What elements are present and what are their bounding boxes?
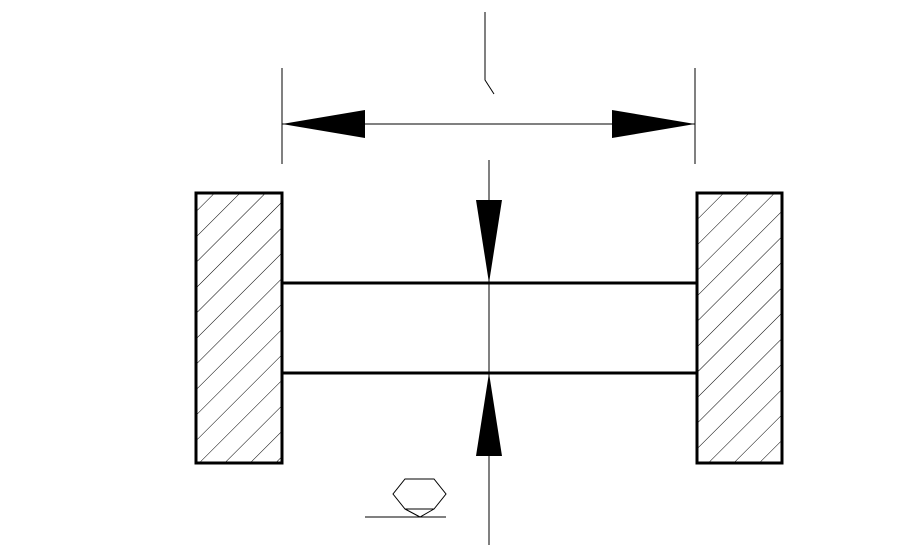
bottom-thickness-arrow — [476, 373, 502, 456]
top-thickness-arrow — [476, 200, 502, 283]
left-dimension-arrow — [282, 110, 365, 138]
section-indicator — [484, 12, 495, 95]
right-dimension-arrow — [612, 110, 695, 138]
length-dimension — [282, 110, 695, 138]
left-support — [194, 191, 284, 465]
surface-finish-symbol — [365, 478, 447, 518]
right-support — [695, 191, 784, 465]
thickness-dimension — [476, 200, 502, 456]
dimension-extension-lines — [281, 68, 696, 164]
